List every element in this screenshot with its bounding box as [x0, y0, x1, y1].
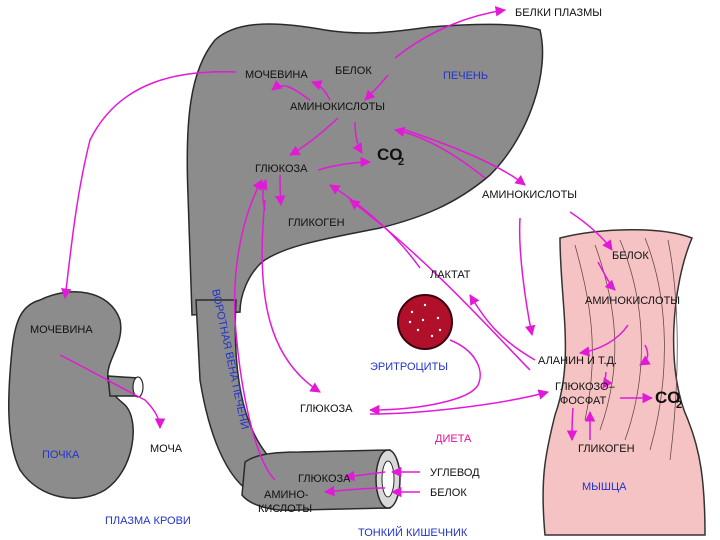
glucose-phosphate-label-1: ГЛЮКОЗО–	[555, 381, 616, 393]
carbohydrate-label: УГЛЕВОД	[430, 467, 480, 479]
co2-liver-subscript: 2	[398, 156, 404, 168]
glucose-phosphate-label-2: ФОСФАТ	[560, 395, 606, 407]
co2-muscle-subscript: 2	[676, 399, 682, 411]
amino-intestine-label-1: АМИНО-	[264, 489, 309, 501]
urine-label: МОЧА	[150, 443, 183, 455]
co2-muscle-label: CO	[655, 388, 681, 407]
diet-label: ДИЕТА	[435, 433, 472, 445]
muscle-fibers	[574, 237, 678, 461]
glucose-intestine-label: ГЛЮКОЗА	[298, 473, 351, 485]
protein-liver-label: БЕЛОК	[335, 65, 372, 77]
kidney-label: ПОЧКА	[42, 449, 80, 461]
muscle-label: МЫШЦА	[582, 481, 627, 493]
urea-liver-label: МОЧЕВИНА	[245, 69, 308, 81]
glucose-blood-label: ГЛЮКОЗА	[300, 403, 353, 415]
small-intestine-label: ТОНКИЙ КИШЕЧНИК	[358, 526, 468, 539]
alanine-label: АЛАНИН И Т.Д.	[538, 355, 617, 367]
plasma-proteins-label: БЕЛКИ ПЛАЗМЫ	[515, 7, 602, 19]
flow-arrows	[59, 6, 654, 498]
blood-plasma-label: ПЛАЗМА КРОВИ	[105, 515, 191, 527]
glycogen-muscle-label: ГЛИКОГЕН	[578, 443, 635, 455]
protein-intestine-label: БЕЛОК	[430, 487, 467, 499]
glucose-liver-label: ГЛЮКОЗА	[255, 163, 308, 175]
amino-acids-liver-label: АМИНОКИСЛОТЫ	[290, 101, 385, 113]
kidney-shape	[8, 291, 134, 499]
co2-liver-label: CO	[377, 145, 403, 164]
erythrocyte-dots	[408, 303, 442, 338]
amino-intestine-label-2: КИСЛОТЫ	[258, 503, 312, 515]
amino-acids-muscle-label: АМИНОКИСЛОТЫ	[585, 295, 680, 307]
muscle-shape	[542, 229, 706, 536]
lactate-label: ЛАКТАТ	[430, 269, 471, 281]
urea-kidney-label: МОЧЕВИНА	[30, 324, 93, 336]
glycogen-liver-label: ГЛИКОГЕН	[288, 217, 345, 229]
amino-acids-blood-label: АМИНОКИСЛОТЫ	[482, 189, 577, 201]
liver-shape	[186, 23, 544, 316]
erythrocytes-label: ЭРИТРОЦИТЫ	[370, 361, 448, 373]
liver-label: ПЕЧЕНЬ	[443, 70, 488, 82]
erythrocyte-cell	[397, 294, 453, 350]
protein-muscle-label: БЕЛОК	[612, 250, 649, 262]
